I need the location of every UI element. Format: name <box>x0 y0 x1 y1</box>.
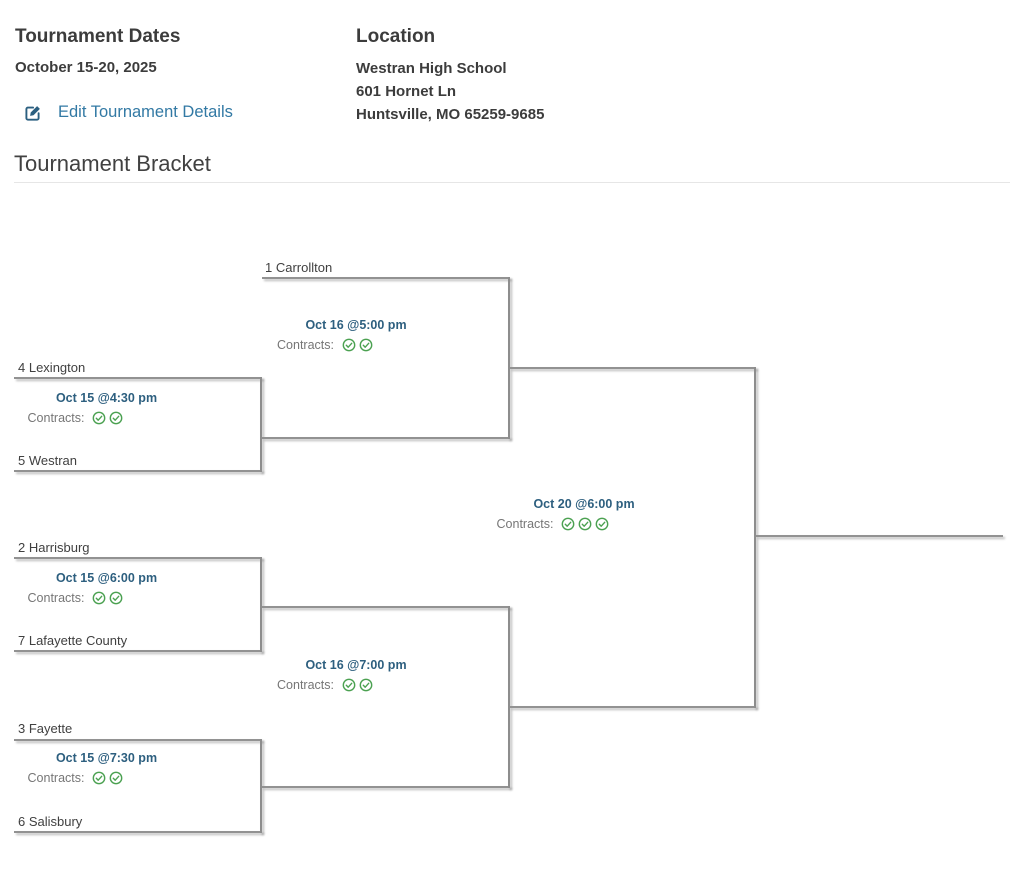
contract-check-circle-icon <box>578 517 592 531</box>
team-label-harrisburg: 2 Harrisburg <box>18 540 90 555</box>
team-label-lafayette-county: 7 Lafayette County <box>18 633 128 648</box>
contract-check-circle-icon <box>109 411 123 425</box>
contract-check-circle-icon <box>109 591 123 605</box>
bracket-line-harrisburg <box>14 557 262 559</box>
location-line-2: 601 Hornet Ln <box>356 83 457 100</box>
match-info-round1-top: Oct 15 @4:30 pm Contracts: <box>14 391 199 425</box>
contracts-label: Contracts: <box>277 338 334 352</box>
match-time: Oct 15 @6:00 pm <box>55 571 158 585</box>
bracket-line-westran <box>14 470 262 472</box>
contracts-row: Contracts: <box>483 517 623 531</box>
team-label-fayette: 3 Fayette <box>18 721 73 736</box>
match-time: Oct 16 @7:00 pm <box>305 658 407 672</box>
match-info-final: Oct 20 @6:00 pm Contracts: <box>497 497 654 531</box>
team-label-carrollton: 1 Carrollton <box>265 260 333 275</box>
contracts-row: Contracts: <box>0 591 168 605</box>
contracts-label: Contracts: <box>277 678 334 692</box>
contract-checks <box>561 517 609 531</box>
bracket-connector-semifinal-2 <box>508 606 510 788</box>
team-label-westran: 5 Westran <box>18 453 78 468</box>
match-info-round1-bottom: Oct 15 @7:30 pm Contracts: <box>14 751 199 785</box>
bracket-connector-semifinal-1 <box>508 277 510 439</box>
bracket-connector-round1-middle <box>260 557 262 652</box>
contract-check-circle-icon <box>595 517 609 531</box>
contract-checks <box>342 338 373 352</box>
contract-check-circle-icon <box>92 771 106 785</box>
location-address: Westran High School 601 Hornet Ln Huntsv… <box>356 57 544 126</box>
match-info-semifinal-2: Oct 16 @7:00 pm Contracts: <box>266 658 446 692</box>
match-time: Oct 16 @5:00 pm <box>305 318 407 332</box>
bracket-section-title: Tournament Bracket <box>14 151 211 176</box>
contract-check-circle-icon <box>359 338 373 352</box>
tournament-dates-block: Tournament Dates October 15-20, 2025 <box>15 26 180 76</box>
contracts-row: Contracts: <box>235 678 415 692</box>
tournament-dates-value: October 15-20, 2025 <box>15 59 157 76</box>
location-block: Location Westran High School 601 Hornet … <box>356 26 544 126</box>
contract-check-circle-icon <box>109 771 123 785</box>
bracket-line-lafayette-county <box>14 650 262 652</box>
bracket-winner-line-semifinal-1 <box>510 367 756 369</box>
bracket-connector-final <box>754 367 756 708</box>
bracket-line-salisbury <box>14 831 262 833</box>
match-info-round1-middle: Oct 15 @6:00 pm Contracts: <box>14 571 199 605</box>
edit-tournament-details-label: Edit Tournament Details <box>58 103 233 121</box>
edit-pencil-square-icon <box>24 104 42 122</box>
match-time: Oct 15 @7:30 pm <box>55 751 158 765</box>
bracket-winner-line-semifinal-2 <box>510 706 756 708</box>
contract-checks <box>92 591 123 605</box>
contracts-label: Contracts: <box>27 411 85 425</box>
bracket-line-fayette <box>14 739 262 741</box>
match-time: Oct 15 @4:30 pm <box>55 391 158 405</box>
bracket-connector-round1-top <box>260 377 262 472</box>
contract-check-circle-icon <box>359 678 373 692</box>
team-label-lexington: 4 Lexington <box>18 360 86 375</box>
contract-check-circle-icon <box>92 411 106 425</box>
contract-check-circle-icon <box>561 517 575 531</box>
contracts-label: Contracts: <box>27 771 85 785</box>
location-line-1: Westran High School <box>356 60 507 77</box>
match-info-semifinal-1: Oct 16 @5:00 pm Contracts: <box>266 318 446 352</box>
tournament-dates-title: Tournament Dates <box>15 26 181 47</box>
contract-checks <box>92 771 123 785</box>
bracket-winner-line-round1-bottom <box>262 786 510 788</box>
section-divider <box>14 182 1010 183</box>
edit-tournament-details-link[interactable]: Edit Tournament Details <box>24 103 233 122</box>
bracket-line-carrollton <box>262 277 510 279</box>
contract-checks <box>92 411 123 425</box>
bracket-connector-round1-bottom <box>260 739 262 833</box>
contract-check-circle-icon <box>342 338 356 352</box>
contract-check-circle-icon <box>92 591 106 605</box>
contracts-label: Contracts: <box>496 517 554 531</box>
bracket-winner-line-round1-top <box>262 437 510 439</box>
match-time: Oct 20 @6:00 pm <box>533 497 635 511</box>
contract-checks <box>342 678 373 692</box>
bracket-winner-line-round1-middle <box>262 606 510 608</box>
location-title: Location <box>356 26 436 47</box>
bracket-line-lexington <box>14 377 262 379</box>
team-label-salisbury: 6 Salisbury <box>18 814 83 829</box>
contracts-row: Contracts: <box>0 771 168 785</box>
contracts-row: Contracts: <box>0 411 168 425</box>
contracts-label: Contracts: <box>27 591 85 605</box>
bracket-champion-line <box>756 535 1003 537</box>
contracts-row: Contracts: <box>235 338 415 352</box>
contract-check-circle-icon <box>342 678 356 692</box>
location-line-3: Huntsville, MO 65259-9685 <box>356 106 545 123</box>
